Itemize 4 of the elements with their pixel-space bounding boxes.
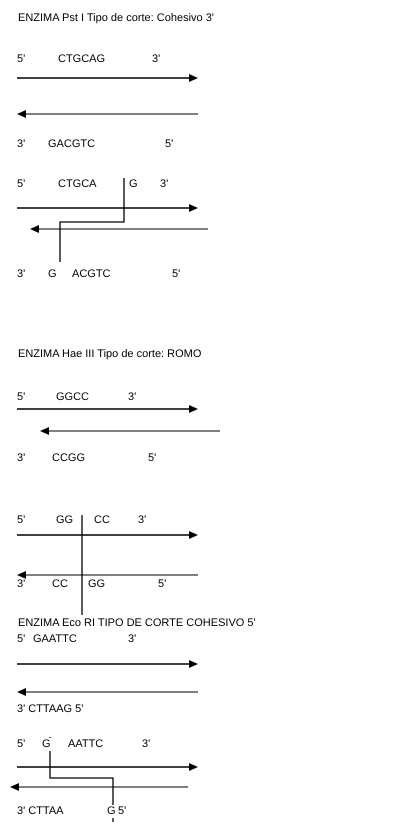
- sequence-label: G: [42, 738, 51, 751]
- section-heading: ENZIMA Pst I Tipo de corte: Cohesivo 3': [18, 12, 214, 25]
- sequence-label: G: [107, 805, 116, 818]
- section-heading: ENZIMA Hae III Tipo de corte: ROMO: [18, 348, 202, 361]
